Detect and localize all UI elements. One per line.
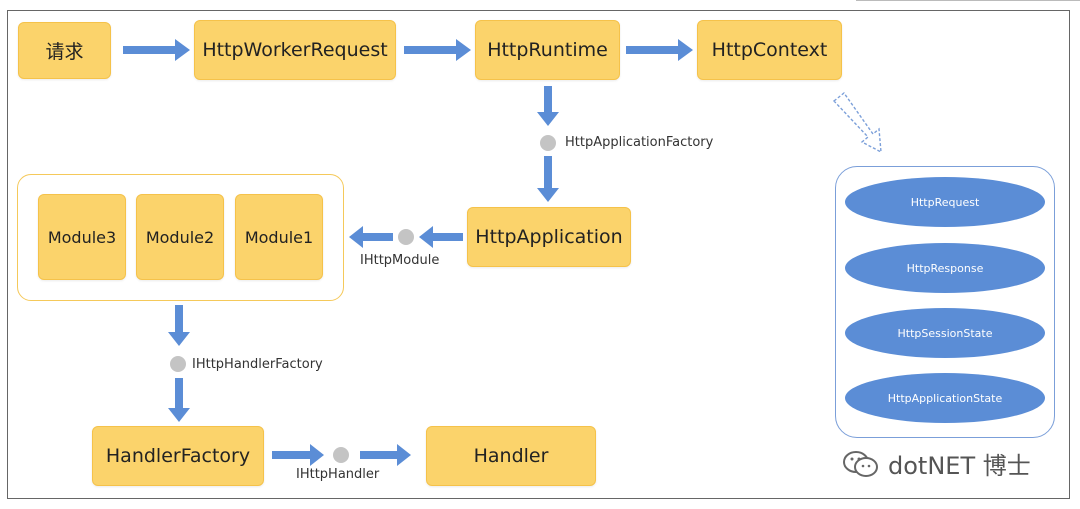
arrow-worker-to-runtime <box>404 39 471 61</box>
label-handler-factory: IHttpHandlerFactory <box>192 357 323 372</box>
node-module3: Module3 <box>38 194 126 280</box>
watermark-text: dotNET 博士 <box>888 452 1031 480</box>
arrow-request-to-worker <box>123 39 190 61</box>
node-module1: Module1 <box>235 194 323 280</box>
node-http-worker-request-label: HttpWorkerRequest <box>202 39 388 61</box>
node-module2: Module2 <box>136 194 224 280</box>
member-http-application-state-label: HttpApplicationState <box>887 391 1003 405</box>
node-handler-factory-label: HandlerFactory <box>105 445 251 467</box>
context-members-group <box>835 166 1055 438</box>
node-module1-label: Module1 <box>244 227 314 247</box>
node-module2-label: Module2 <box>145 227 215 247</box>
dashed-arrow-context-to-members <box>832 91 882 154</box>
modules-container <box>17 174 344 301</box>
interface-dot-http-module <box>398 229 414 245</box>
member-http-response: HttpResponse <box>845 243 1045 293</box>
arrow-runtime-down <box>537 86 559 126</box>
interface-dot-app-factory <box>540 135 556 151</box>
arrow-hf-to-handler-dot <box>272 444 324 466</box>
node-handler-label: Handler <box>473 445 549 467</box>
arrow-runtime-to-context <box>626 39 693 61</box>
node-http-worker-request: HttpWorkerRequest <box>194 20 396 80</box>
node-request: 请求 <box>18 22 111 79</box>
node-http-context: HttpContext <box>697 20 842 80</box>
member-http-request: HttpRequest <box>845 177 1045 227</box>
member-http-session-state: HttpSessionState <box>845 308 1045 358</box>
label-app-factory: HttpApplicationFactory <box>565 135 714 150</box>
node-module3-label: Module3 <box>47 227 117 247</box>
node-request-label: 请求 <box>45 41 84 63</box>
interface-dot-http-handler <box>333 447 349 463</box>
node-handler: Handler <box>426 426 596 486</box>
node-http-runtime: HttpRuntime <box>475 20 620 80</box>
member-http-application-state: HttpApplicationState <box>845 373 1045 423</box>
arrow-app-to-module <box>419 226 463 248</box>
arrow-factory-down <box>537 156 559 202</box>
arrow-container-down <box>168 305 190 346</box>
top-rule <box>856 0 1080 1</box>
arrow-handlerfactory-down <box>168 378 190 422</box>
member-http-request-label: HttpRequest <box>910 195 980 209</box>
member-http-session-state-label: HttpSessionState <box>897 326 993 340</box>
node-handler-factory: HandlerFactory <box>92 426 264 486</box>
watermark: dotNET 博士 <box>842 446 1031 481</box>
node-http-context-label: HttpContext <box>711 39 828 61</box>
member-http-response-label: HttpResponse <box>906 261 984 275</box>
arrow-module-to-container <box>349 226 393 248</box>
label-http-module: IHttpModule <box>360 253 440 268</box>
wechat-icon <box>843 450 878 477</box>
node-http-application-label: HttpApplication <box>475 226 623 248</box>
node-http-runtime-label: HttpRuntime <box>487 39 608 61</box>
arrow-dot-to-handler <box>360 444 411 466</box>
interface-dot-handler-factory <box>170 356 186 372</box>
node-http-application: HttpApplication <box>467 207 631 267</box>
label-http-handler: IHttpHandler <box>296 467 380 482</box>
